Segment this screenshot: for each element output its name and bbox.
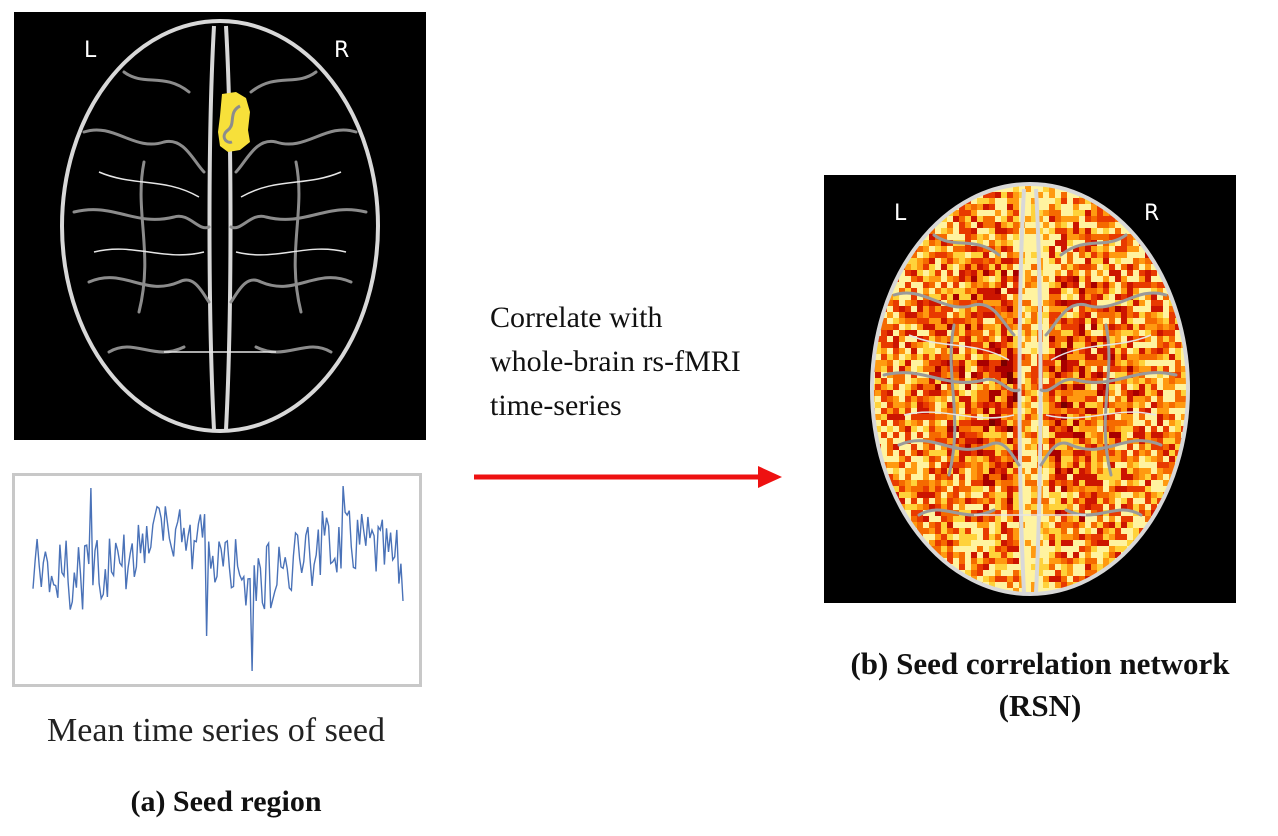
gyrus-1 <box>1050 334 1152 361</box>
right-midline <box>224 25 233 431</box>
sulcus-6 <box>229 208 368 230</box>
sulcus-8 <box>1064 508 1143 517</box>
timeseries-caption: Mean time series of seed <box>47 712 385 749</box>
seed-timeseries-polyline <box>32 485 404 672</box>
sulcus-8 <box>254 345 333 354</box>
correlation-heatmap-brain <box>870 182 1190 596</box>
sulcus-4 <box>122 70 191 94</box>
sulcus-11 <box>293 160 303 314</box>
right-hemisphere-label: R <box>1144 201 1160 226</box>
panel-b-caption: (b) Seed correlation network (RSN) <box>814 643 1266 727</box>
left-hemisphere-label: L <box>84 38 97 63</box>
brain-outline-a <box>60 19 380 433</box>
arrow-text-line-1: Correlate with <box>490 301 663 334</box>
sulcus-10 <box>947 323 957 477</box>
seed-region-marker <box>218 92 250 152</box>
right-hemisphere-label: R <box>334 38 350 63</box>
gyrus-0 <box>908 334 1010 361</box>
panel-b-caption-line-1: (b) Seed correlation network <box>850 646 1230 681</box>
thin-gyri-lines <box>903 334 1157 516</box>
seed-region-brain-image: L R <box>14 12 426 440</box>
arrow-text-line-2: whole-brain rs-fMRI <box>490 345 741 378</box>
seed-sulcus <box>222 104 241 144</box>
sulcus-5 <box>234 128 358 174</box>
gyrus-2 <box>93 248 205 256</box>
sulcus-4 <box>932 233 1001 257</box>
panel-b-caption-line-2: (RSN) <box>998 688 1082 723</box>
left-midline <box>1017 188 1026 594</box>
gyrus-1 <box>240 171 342 198</box>
panel-a-caption: (a) Seed region <box>130 785 322 818</box>
brain-outer-outline <box>870 182 1190 596</box>
sulcus-1 <box>882 371 1021 393</box>
sulcus-0 <box>82 128 206 174</box>
right-midline <box>1034 188 1043 594</box>
arrow-description: Correlate with whole-brain rs-fMRI time-… <box>490 296 810 428</box>
arrow-text-line-3: time-series <box>490 389 622 422</box>
seed-correlation-network-image: L R <box>824 175 1236 603</box>
sulcus-9 <box>249 70 318 94</box>
sulcus-2 <box>897 439 1021 467</box>
seed-timeseries-plot <box>12 473 422 687</box>
sulcus-9 <box>1059 233 1128 257</box>
sulcus-3 <box>917 508 996 517</box>
sulcus-0 <box>892 291 1016 337</box>
sulcus-3 <box>107 345 186 354</box>
gyrus-3 <box>1045 411 1157 419</box>
left-hemisphere-label: L <box>894 201 907 226</box>
sulcus-11 <box>1103 323 1113 477</box>
sulcus-5 <box>1044 291 1168 337</box>
sulcus-1 <box>72 208 211 230</box>
timeseries-line <box>32 485 404 672</box>
sulcus-7 <box>1039 439 1163 467</box>
sulcus-10 <box>137 160 147 314</box>
gyrus-2 <box>903 411 1015 419</box>
brain-outer-outline <box>60 19 380 433</box>
gyrus-3 <box>235 248 347 256</box>
thin-gyri-lines <box>93 171 347 353</box>
sulcus-2 <box>87 276 211 304</box>
sulcus-7 <box>229 276 353 304</box>
sulcus-6 <box>1039 371 1178 393</box>
gyrus-0 <box>98 171 200 198</box>
left-midline <box>207 25 216 431</box>
sulci-lines <box>882 233 1178 517</box>
correlate-arrow <box>474 462 784 492</box>
sulci-lines <box>72 70 368 354</box>
